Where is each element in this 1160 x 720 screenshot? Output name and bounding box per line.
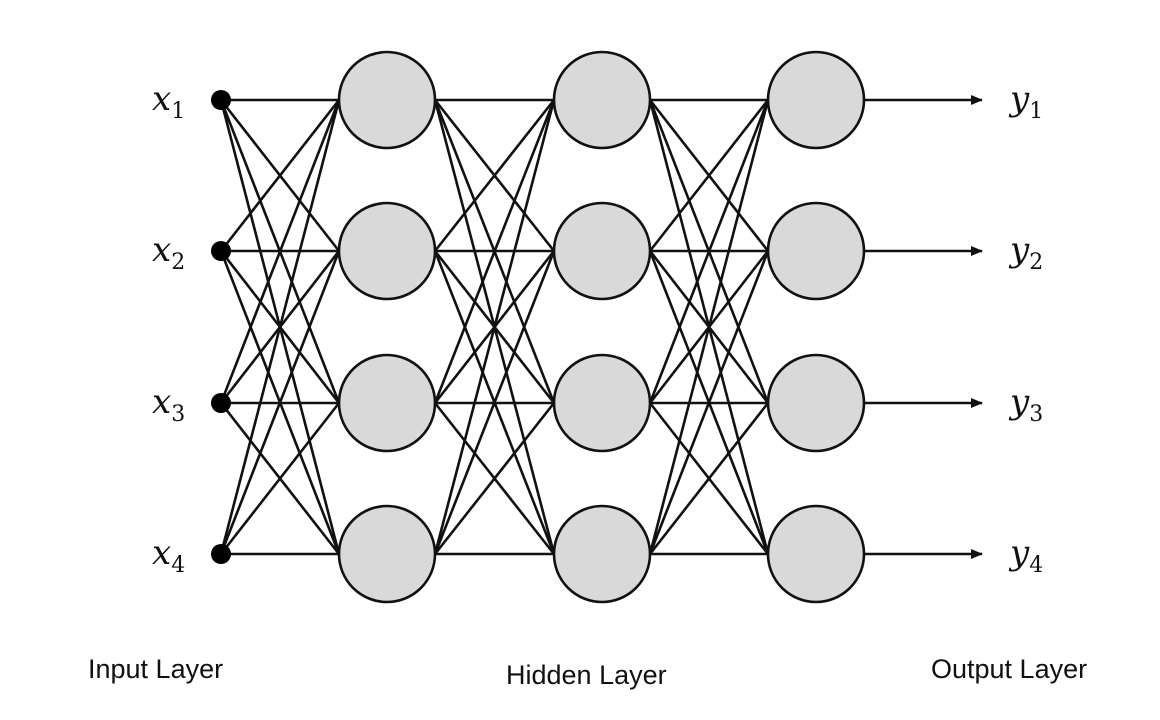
hidden-neuron: [766, 201, 866, 301]
input-nodes: [211, 90, 231, 564]
connection-lines: [219, 98, 770, 556]
hidden-layer-label: Hidden Layer: [506, 660, 667, 690]
input-node: [211, 544, 231, 564]
connection-line: [648, 99, 770, 252]
input-layer-label: Input Layer: [88, 654, 224, 684]
hidden-neuron: [766, 353, 866, 453]
hidden-neuron: [337, 353, 437, 453]
connection-line: [433, 99, 556, 555]
hidden-neuron: [552, 50, 652, 150]
input-labels: x1 x2 x3 x4: [152, 79, 185, 578]
hidden-neuron: [552, 201, 652, 301]
output-layer-label: Output Layer: [931, 654, 1088, 684]
connection-line: [219, 99, 341, 252]
connection-line: [433, 250, 556, 555]
connection-line: [433, 99, 556, 404]
input-label: x2: [152, 230, 185, 275]
connection-line: [219, 99, 341, 555]
output-arrows: [864, 95, 983, 559]
input-node: [211, 393, 231, 413]
input-label: x4: [152, 533, 185, 578]
output-labels: y1 y2 y3 y4: [1008, 79, 1043, 578]
connection-line: [648, 99, 770, 555]
connection-line: [219, 99, 341, 404]
output-label: y3: [1008, 382, 1043, 427]
output-label: y4: [1008, 533, 1043, 578]
connection-line: [433, 402, 556, 555]
hidden-neuron: [552, 504, 652, 604]
hidden-neuron: [337, 50, 437, 150]
hidden-neuron: [766, 50, 866, 150]
hidden-neuron: [337, 201, 437, 301]
connection-line: [219, 402, 341, 555]
output-label: y1: [1008, 79, 1043, 124]
connection-line: [219, 250, 341, 555]
connection-line: [648, 250, 770, 555]
input-label: x1: [152, 79, 185, 124]
connection-line: [648, 99, 770, 404]
input-node: [211, 90, 231, 110]
input-node: [211, 241, 231, 261]
hidden-neuron: [337, 504, 437, 604]
hidden-neurons: [337, 50, 866, 604]
hidden-neuron: [766, 504, 866, 604]
connection-line: [433, 99, 556, 252]
hidden-neuron: [552, 353, 652, 453]
input-label: x3: [152, 382, 185, 427]
output-label: y2: [1008, 230, 1043, 275]
connection-line: [648, 402, 770, 555]
